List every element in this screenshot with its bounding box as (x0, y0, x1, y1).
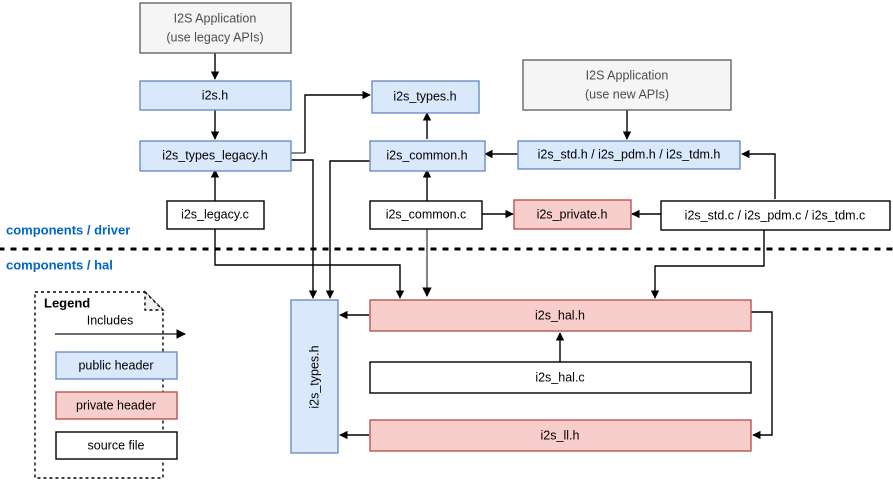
node-app-legacy-line1: I2S Application (174, 11, 257, 25)
node-i2s-types-h-hal-label: i2s_types.h (307, 345, 321, 408)
node-app-legacy-box[interactable] (139, 2, 292, 54)
node-i2s-types-legacy-h-box[interactable] (139, 140, 292, 172)
legend-swatch-public-header (55, 351, 178, 380)
node-app-new-line2: (use new APIs) (585, 87, 669, 101)
zone-divider-group: components / driver components / hal (0, 222, 893, 272)
node-i2s-hal-c-box[interactable] (369, 361, 752, 394)
legend-includes-caption: Includes (87, 313, 134, 327)
edge-i2s-common-h-to-i2s-types-h-hal (325, 160, 370, 299)
node-i2s-hal-h-box[interactable] (369, 299, 752, 332)
node-i2s-legacy-c[interactable]: i2s_legacy.c (166, 200, 265, 230)
node-i2s-h-box[interactable] (139, 80, 292, 111)
node-app-legacy-line2: (use legacy APIs) (166, 30, 263, 44)
node-app-new-line1: I2S Application (586, 68, 669, 82)
node-i2s-std-pdm-tdm-h-box[interactable] (517, 140, 741, 170)
node-i2s-private-h-label: i2s_private.h (537, 207, 608, 221)
node-i2s-private-h[interactable]: i2s_private.h (513, 199, 632, 230)
node-i2s-legacy-c-box[interactable] (166, 200, 265, 230)
node-i2s-legacy-c-label: i2s_legacy.c (181, 207, 249, 221)
node-i2s-common-h-label: i2s_common.h (386, 148, 467, 162)
zone-label-hal: components / hal (6, 257, 113, 272)
node-i2s-types-h-hal[interactable]: i2s_types.h (290, 299, 339, 454)
node-i2s-hal-c[interactable]: i2s_hal.c (369, 361, 752, 394)
node-i2s-ll-h-label: i2s_ll.h (541, 428, 580, 442)
legend-title: Legend (44, 295, 90, 310)
node-i2s-h[interactable]: i2s.h (139, 80, 292, 111)
legend-label-private-header: private header (76, 398, 156, 412)
edge-i2s-hal-h-to-i2s-ll-h (751, 311, 773, 440)
legend-swatch-private-header (55, 391, 178, 420)
legend: Legend Includes public header private he… (34, 290, 186, 479)
edge-i2s-legacy-c-to-i2s-hal-h (214, 228, 405, 299)
edges-group (210, 53, 776, 440)
node-i2s-types-h-hal-box[interactable] (290, 299, 339, 454)
node-i2s-types-h[interactable]: i2s_types.h (371, 80, 480, 114)
legend-border (34, 291, 164, 479)
node-i2s-std-pdm-tdm-c-label: i2s_std.c / i2s_pdm.c / i2s_tdm.c (685, 208, 866, 222)
zone-label-driver: components / driver (6, 222, 130, 237)
node-i2s-common-c-box[interactable] (369, 200, 483, 230)
node-app-new[interactable]: I2S Application (use new APIs) (522, 59, 732, 111)
node-i2s-std-pdm-tdm-c-box[interactable] (660, 200, 891, 231)
node-i2s-types-h-label: i2s_types.h (393, 89, 456, 103)
node-i2s-private-h-box[interactable] (513, 199, 632, 230)
legend-item-public-header: public header (55, 351, 178, 380)
node-app-new-box[interactable] (522, 59, 732, 111)
node-i2s-common-h-box[interactable] (369, 140, 486, 172)
edge-i2s-types-legacy-h-to-i2s-types-h-hal (291, 159, 318, 299)
node-i2s-std-pdm-tdm-h[interactable]: i2s_std.h / i2s_pdm.h / i2s_tdm.h (517, 140, 741, 170)
edge-i2s-std-pdm-tdm-c-to-i2s-std-pdm-tdm-h (741, 149, 776, 199)
edge-i2s-std-pdm-tdm-c-to-i2s-hal-h (650, 230, 765, 299)
node-i2s-h-label: i2s.h (202, 88, 228, 102)
node-i2s-hal-h-label: i2s_hal.h (535, 308, 585, 322)
node-i2s-common-h[interactable]: i2s_common.h (369, 140, 486, 172)
legend-label-source-file: source file (88, 438, 145, 452)
node-i2s-std-pdm-tdm-h-label: i2s_std.h / i2s_pdm.h / i2s_tdm.h (538, 147, 721, 161)
node-i2s-hal-c-label: i2s_hal.c (535, 370, 584, 384)
legend-swatch-source-file (55, 431, 178, 460)
node-app-legacy[interactable]: I2S Application (use legacy APIs) (139, 2, 292, 54)
node-i2s-types-legacy-h[interactable]: i2s_types_legacy.h (139, 140, 292, 172)
node-i2s-ll-h-box[interactable] (369, 419, 752, 452)
node-i2s-ll-h[interactable]: i2s_ll.h (369, 419, 752, 452)
legend-item-private-header: private header (55, 391, 178, 420)
node-i2s-hal-h[interactable]: i2s_hal.h (369, 299, 752, 332)
node-i2s-types-legacy-h-label: i2s_types_legacy.h (162, 148, 267, 162)
legend-label-public-header: public header (78, 358, 153, 372)
node-i2s-std-pdm-tdm-c[interactable]: i2s_std.c / i2s_pdm.c / i2s_tdm.c (660, 200, 891, 231)
legend-fold-corner (144, 290, 165, 311)
node-i2s-common-c-label: i2s_common.c (386, 207, 467, 221)
node-i2s-common-c[interactable]: i2s_common.c (369, 200, 483, 230)
node-i2s-types-h-box[interactable] (371, 80, 480, 114)
legend-item-source-file: source file (55, 431, 178, 460)
edge-i2s-types-legacy-h-to-i2s-types-h (304, 90, 371, 153)
